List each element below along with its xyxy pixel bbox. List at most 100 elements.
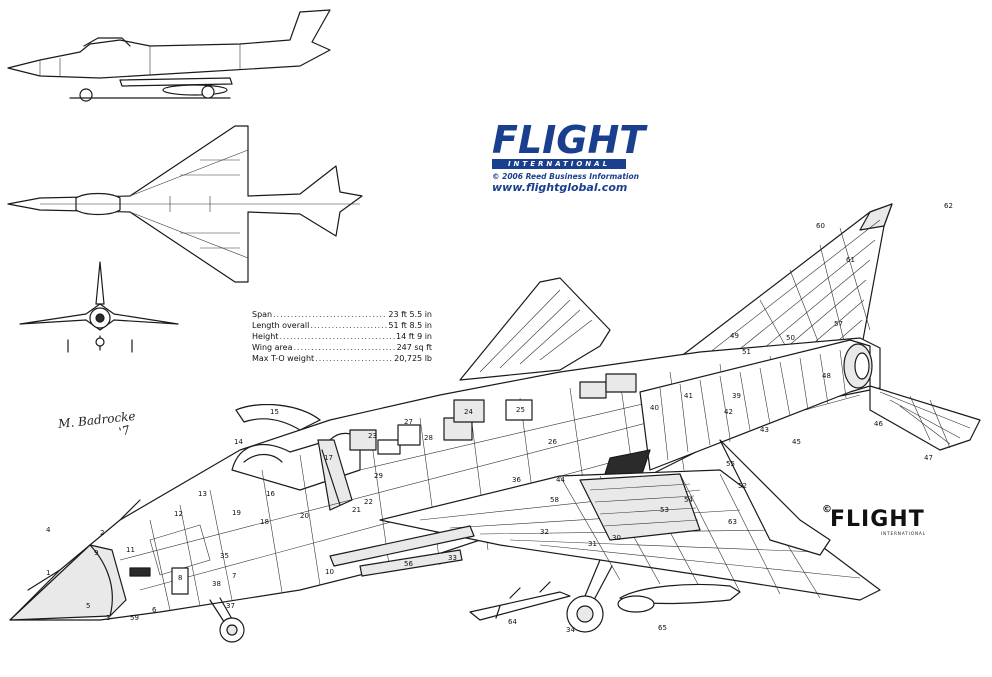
callout-24: 24 [464, 408, 473, 416]
mark-subtitle: INTERNATIONAL [880, 531, 926, 536]
callout-64: 64 [508, 618, 517, 626]
callout-33: 33 [448, 554, 457, 562]
callout-14: 14 [234, 438, 243, 446]
callout-42: 42 [724, 408, 733, 416]
callout-59: 59 [130, 614, 139, 622]
spec-row: Height 14 ft 9 in [252, 331, 432, 342]
front-view-silhouette [19, 261, 179, 353]
callout-30: 30 [612, 534, 621, 542]
logo-copyright: © 2006 Reed Business Information [492, 172, 639, 181]
callout-26: 26 [548, 438, 557, 446]
callout-38: 38 [212, 580, 221, 588]
callout-3: 3 [106, 614, 110, 622]
callout-43: 43 [760, 426, 769, 434]
spec-value: 14 ft 9 in [395, 332, 432, 341]
callout-15: 15 [270, 408, 279, 416]
callout-46: 46 [874, 420, 883, 428]
spec-label: Max T-O weight [252, 354, 315, 363]
callout-23: 23 [368, 432, 377, 440]
callout-32: 32 [540, 528, 549, 536]
logo-subtitle-bar: INTERNATIONAL [492, 159, 626, 169]
callout-18: 18 [260, 518, 269, 526]
flight-copyright-mark: © FLIGHT INTERNATIONAL [822, 504, 940, 536]
spec-label: Span [252, 310, 273, 319]
callout-21: 21 [352, 506, 361, 514]
spec-row: Max T-O weight 20,725 lb [252, 353, 432, 364]
leader-dots [279, 331, 395, 342]
callout-10: 10 [325, 568, 334, 576]
callout-50: 50 [786, 334, 795, 342]
callout-44: 44 [556, 476, 565, 484]
callout-57: 57 [834, 320, 843, 328]
callout-13: 13 [198, 490, 207, 498]
callout-37: 37 [226, 602, 235, 610]
main-cutaway [9, 203, 981, 643]
callout-7: 7 [232, 572, 236, 580]
mark-wordmark: FLIGHT [830, 507, 925, 532]
callout-40: 40 [650, 404, 659, 412]
callout-28: 28 [424, 434, 433, 442]
callout-49: 49 [730, 332, 739, 340]
callout-63: 63 [728, 518, 737, 526]
spec-label: Wing area [252, 343, 293, 352]
spec-value: 23 ft 5.5 in [388, 310, 432, 319]
callout-35: 35 [220, 552, 229, 560]
callout-17: 17 [324, 454, 333, 462]
spec-row: Wing area 247 sq ft [252, 342, 432, 353]
spec-label: Length overall [252, 321, 310, 330]
callout-55: 55 [726, 460, 735, 468]
copyright-symbol: © [822, 504, 832, 515]
callout-2: 2 [100, 529, 104, 537]
callout-12: 12 [174, 510, 183, 518]
callout-51: 51 [742, 348, 751, 356]
callout-31: 31 [588, 540, 597, 548]
callout-60: 60 [816, 222, 825, 230]
leader-dots [310, 320, 387, 331]
side-view-silhouette [7, 9, 331, 102]
callout-9: 9 [94, 549, 98, 557]
logo-url: www.flightglobal.com [492, 181, 628, 194]
callout-19: 19 [232, 509, 241, 517]
specifications-table: Span 23 ft 5.5 in Length overall 51 ft 8… [252, 309, 432, 364]
spec-value: 20,725 lb [394, 354, 432, 363]
callout-5: 5 [86, 602, 90, 610]
callout-48: 48 [822, 372, 831, 380]
spec-value: 247 sq ft [396, 343, 432, 352]
callout-27: 27 [404, 418, 413, 426]
callout-16: 16 [266, 490, 275, 498]
callout-56: 56 [404, 560, 413, 568]
callout-22: 22 [364, 498, 373, 506]
callout-45: 45 [792, 438, 801, 446]
leader-dots [273, 309, 387, 320]
callout-34: 34 [566, 626, 575, 634]
logo-wordmark: FLIGHT [492, 118, 646, 162]
spec-value: 51 ft 8.5 in [388, 321, 432, 330]
callout-52: 52 [738, 482, 747, 490]
callout-62: 62 [944, 202, 953, 210]
callout-41: 41 [684, 392, 693, 400]
callout-61: 61 [846, 256, 855, 264]
callout-1: 1 [46, 569, 50, 577]
plan-view-silhouette [7, 125, 363, 283]
callout-54: 54 [684, 496, 693, 504]
callout-58: 58 [550, 496, 559, 504]
callout-25: 25 [516, 406, 525, 414]
callout-65: 65 [658, 624, 667, 632]
spec-row: Span 23 ft 5.5 in [252, 309, 432, 320]
callout-53: 53 [660, 506, 669, 514]
callout-36: 36 [512, 476, 521, 484]
callout-39: 39 [732, 392, 741, 400]
spec-row: Length overall 51 ft 8.5 in [252, 320, 432, 331]
leader-dots [294, 342, 396, 353]
flight-international-logo: FLIGHT INTERNATIONAL © 2006 Reed Busines… [492, 118, 646, 194]
leader-dots [315, 353, 393, 364]
callout-47: 47 [924, 454, 933, 462]
spec-label: Height [252, 332, 279, 341]
callout-29: 29 [374, 472, 383, 480]
callout-6: 6 [152, 606, 157, 614]
callout-11: 11 [126, 546, 135, 554]
callout-labels: 1 2 3 4 5 6 7 8 9 10 11 12 13 14 15 16 1… [46, 202, 953, 634]
callout-4: 4 [46, 526, 51, 534]
callout-20: 20 [300, 512, 309, 520]
